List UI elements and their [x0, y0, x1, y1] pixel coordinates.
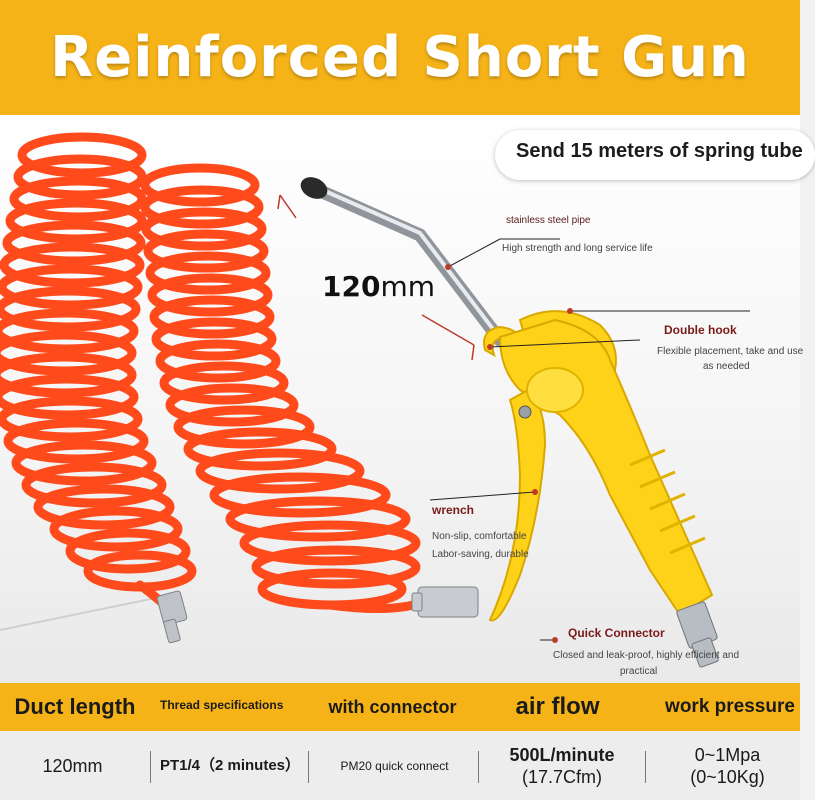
spec-header-thread: Thread specifications — [160, 698, 284, 712]
callout-pipe-title: stainless steel pipe — [506, 215, 591, 226]
title-banner — [0, 0, 800, 115]
spec-value-work-pressure: 0~1Mpa (0~10Kg) — [650, 731, 805, 800]
blow-gun-body — [483, 310, 714, 622]
gun-emblem — [526, 367, 584, 413]
spring-hose — [0, 132, 425, 615]
callout-wrench-title: wrench — [432, 503, 475, 517]
spec-header-work-pressure: work pressure — [665, 696, 795, 717]
dimension-unit: mm — [380, 270, 436, 303]
callout-wrench-desc-1: Non-slip, comfortable — [432, 531, 527, 542]
spec-header-connector: with connector — [328, 696, 457, 717]
spec-separator — [150, 751, 151, 783]
spec-value-air-flow-2: (17.7Cfm) — [521, 766, 602, 787]
dimension-value: 120 — [322, 270, 381, 303]
spec-value-duct-length-text: 120mm — [42, 755, 103, 776]
spec-separator — [308, 751, 309, 783]
dimension-label: 120mm — [322, 270, 435, 303]
callout-hook-desc-2: as needed — [703, 361, 750, 372]
spec-header-row: Duct length Thread specifications with c… — [0, 683, 800, 731]
callout-hook-desc-1: Flexible placement, take and use — [657, 346, 804, 357]
spec-value-thread-text: PT1/4（2 minutes） — [159, 756, 301, 774]
spec-value-connector-text: PM20 quick connect — [340, 758, 449, 773]
gun-quick-connector — [676, 601, 719, 668]
spec-value-air-flow-1: 500L/minute — [509, 744, 615, 765]
callout-dots — [445, 264, 573, 643]
spec-value-pressure-1: 0~1Mpa — [694, 744, 761, 765]
product-illustration — [0, 132, 750, 668]
callout-lines — [429, 238, 750, 641]
callout-wrench-desc-2: Labor-saving, durable — [432, 549, 529, 560]
callout-connector-desc-2: practical — [620, 666, 658, 677]
spec-value-connector: PM20 quick connect — [312, 731, 477, 800]
hose-fitting-left — [156, 590, 188, 644]
stainless-pipe — [300, 177, 507, 347]
spec-value-thread: PT1/4（2 minutes） — [155, 731, 305, 800]
spec-value-row: 120mm PT1/4（2 minutes） PM20 quick connec… — [0, 731, 800, 800]
callout-connector-desc-1: Closed and leak-proof, highly efficient … — [553, 650, 740, 661]
spec-value-air-flow: 500L/minute (17.7Cfm) — [482, 731, 642, 800]
trigger-pivot-screw — [518, 405, 532, 419]
floor-shadow-line — [0, 594, 171, 631]
callout-hook-title: Double hook — [664, 323, 737, 337]
callout-pipe-desc: High strength and long service life — [502, 243, 653, 254]
spec-separator — [478, 751, 479, 783]
product-image-area — [0, 115, 800, 683]
spec-separator — [645, 751, 646, 783]
callout-connector-title: Quick Connector — [568, 626, 665, 640]
spec-value-pressure-2: (0~10Kg) — [690, 766, 765, 787]
hose-fitting-right — [411, 586, 479, 618]
badge-text: Send 15 meters of spring tube — [516, 140, 803, 162]
product-title: Reinforced Short Gun — [50, 25, 750, 90]
dimension-bracket — [277, 194, 475, 361]
spec-value-duct-length: 120mm — [0, 731, 145, 800]
spec-header-duct-length: Duct length — [14, 694, 136, 719]
spec-header-air-flow: air flow — [515, 693, 600, 720]
badge-pill — [495, 130, 815, 180]
